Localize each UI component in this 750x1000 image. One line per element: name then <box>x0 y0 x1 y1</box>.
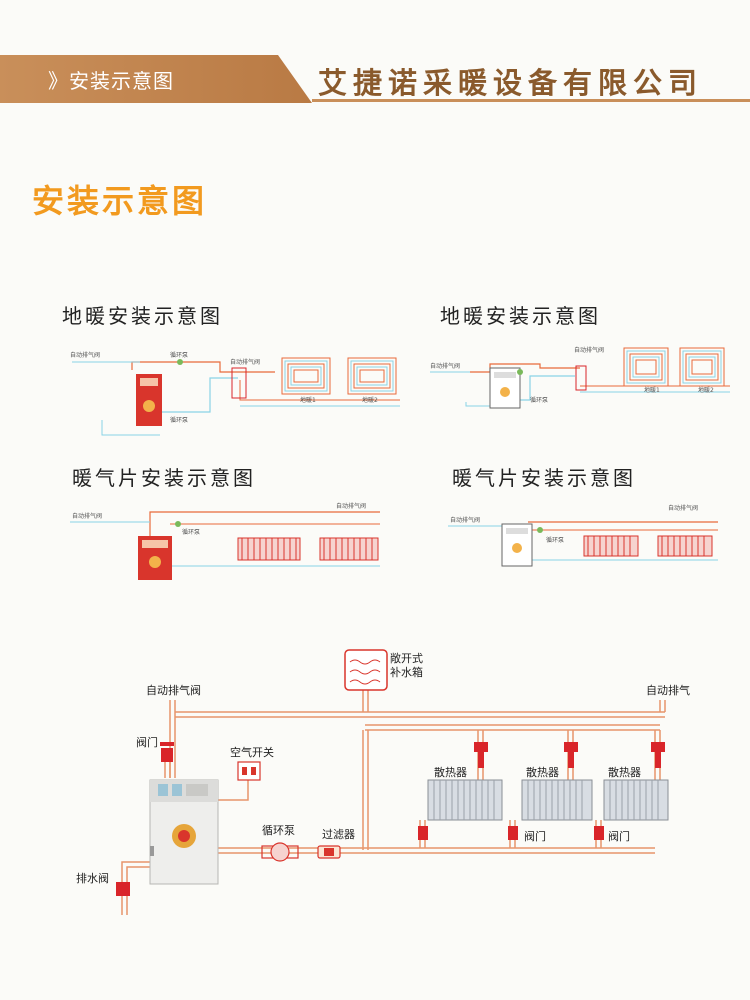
radiator-title-1: 暖气片安装示意图 <box>72 466 256 490</box>
valve-icon <box>474 742 488 768</box>
radiator-title-2: 暖气片安装示意图 <box>452 466 636 490</box>
label-manifold-vent: 自动排气阀 <box>230 358 260 366</box>
floor-coil-2 <box>347 357 397 395</box>
floor-heating-title-1: 地暖安装示意图 <box>62 304 223 328</box>
label-valve-top: 阀门 <box>136 735 158 749</box>
floor-coil-1 <box>623 347 669 387</box>
label-valve-r2: 阀门 <box>608 829 630 843</box>
valve-icon <box>651 742 665 768</box>
page-header: 》安装示意图 艾捷诺采暖设备有限公司 <box>0 55 750 103</box>
radiator-icon <box>657 535 713 557</box>
floor-heating-diagram-2: 自动排气阀 循环泵 自动排气阀 地暖1 地暖2 <box>430 346 730 409</box>
label-auto-vent: 自动排气阀 <box>70 351 100 359</box>
label-auto-vent-right: 自动排气阀 <box>668 504 698 512</box>
pump-icon <box>537 527 543 533</box>
label-pump: 循环泵 <box>182 528 200 536</box>
label-pump: 循环泵 <box>530 396 548 404</box>
valve-icon <box>564 742 578 768</box>
label-manifold-vent: 自动排气阀 <box>574 346 604 354</box>
pump-icon <box>177 359 183 365</box>
label-open-tank-2: 补水箱 <box>390 665 423 679</box>
section-title: 安装示意图 <box>32 182 208 220</box>
radiator-diagram-2: 自动排气阀 循环泵 自动排气阀 <box>448 504 718 567</box>
label-pump-bottom: 循环泵 <box>170 416 188 424</box>
manifold-icon <box>231 367 247 399</box>
radiator-diagram-1: 自动排气阀 循环泵 自动排气阀 <box>70 502 380 580</box>
radiator-icon <box>237 537 301 561</box>
label-radiator-3: 散热器 <box>608 765 641 779</box>
label-pump: 循环泵 <box>546 536 564 544</box>
header-banner <box>0 55 750 103</box>
boiler-icon <box>149 779 219 885</box>
floor-coil-2-return <box>350 360 394 392</box>
pump-icon <box>261 842 299 862</box>
label-zone2: 地暖2 <box>362 396 378 404</box>
pump-icon <box>175 521 181 527</box>
label-auto-vent-left: 自动排气阀 <box>72 512 102 520</box>
filter-icon <box>317 845 341 859</box>
label-pump-top: 循环泵 <box>170 351 188 359</box>
label-air-switch: 空气开关 <box>230 745 274 759</box>
floor-coil-1-return <box>284 360 328 392</box>
valve-icon <box>508 826 518 840</box>
system-diagram: 敞开式 补水箱 自动排气阀 自动排气 阀门 空气开关 散热器 散热器 散热器 循… <box>76 649 690 915</box>
floor-coil-2 <box>679 347 725 387</box>
label-zone2: 地暖2 <box>698 386 714 394</box>
manifold-icon <box>575 365 587 391</box>
radiator-icon <box>319 537 379 561</box>
floor-heating-title-2: 地暖安装示意图 <box>440 304 601 328</box>
floor-coil-1 <box>281 357 331 395</box>
radiator-icon <box>603 779 669 821</box>
open-water-tank-icon <box>344 649 388 691</box>
label-filter: 过滤器 <box>322 828 355 841</box>
label-open-tank: 敞开式 <box>390 651 423 665</box>
label-auto-vent-left: 自动排气阀 <box>146 683 201 697</box>
label-auto-vent: 自动排气阀 <box>430 362 460 370</box>
radiator-icon <box>427 779 503 821</box>
valve-icon <box>160 742 174 762</box>
label-radiator-2: 散热器 <box>526 765 559 779</box>
label-zone1: 地暖1 <box>300 396 316 404</box>
label-auto-vent-right: 自动排气 <box>646 683 690 697</box>
label-radiator-1: 散热器 <box>434 765 467 779</box>
radiator-icon <box>583 535 639 557</box>
floor-heating-diagram-1: 自动排气阀 循环泵 自动排气阀 循环泵 地暖1 地暖2 <box>70 351 400 436</box>
label-drain-valve: 排水阀 <box>76 871 109 885</box>
drain-valve-icon <box>116 882 130 896</box>
floor-coil-2-return <box>682 350 722 384</box>
valve-icon <box>594 826 604 840</box>
floor-coil-1-return <box>626 350 666 384</box>
label-valve-r1: 阀门 <box>524 829 546 843</box>
company-name: 艾捷诺采暖设备有限公司 <box>318 66 704 100</box>
label-pump: 循环泵 <box>262 824 295 837</box>
header-section-label: 》安装示意图 <box>48 69 174 93</box>
pump-icon <box>517 369 523 375</box>
radiator-icon <box>521 779 593 821</box>
label-auto-vent-right: 自动排气阀 <box>336 502 366 510</box>
air-switch-icon <box>237 761 261 781</box>
valve-icon <box>418 826 428 840</box>
label-auto-vent-left: 自动排气阀 <box>450 516 480 524</box>
label-zone1: 地暖1 <box>644 386 660 394</box>
